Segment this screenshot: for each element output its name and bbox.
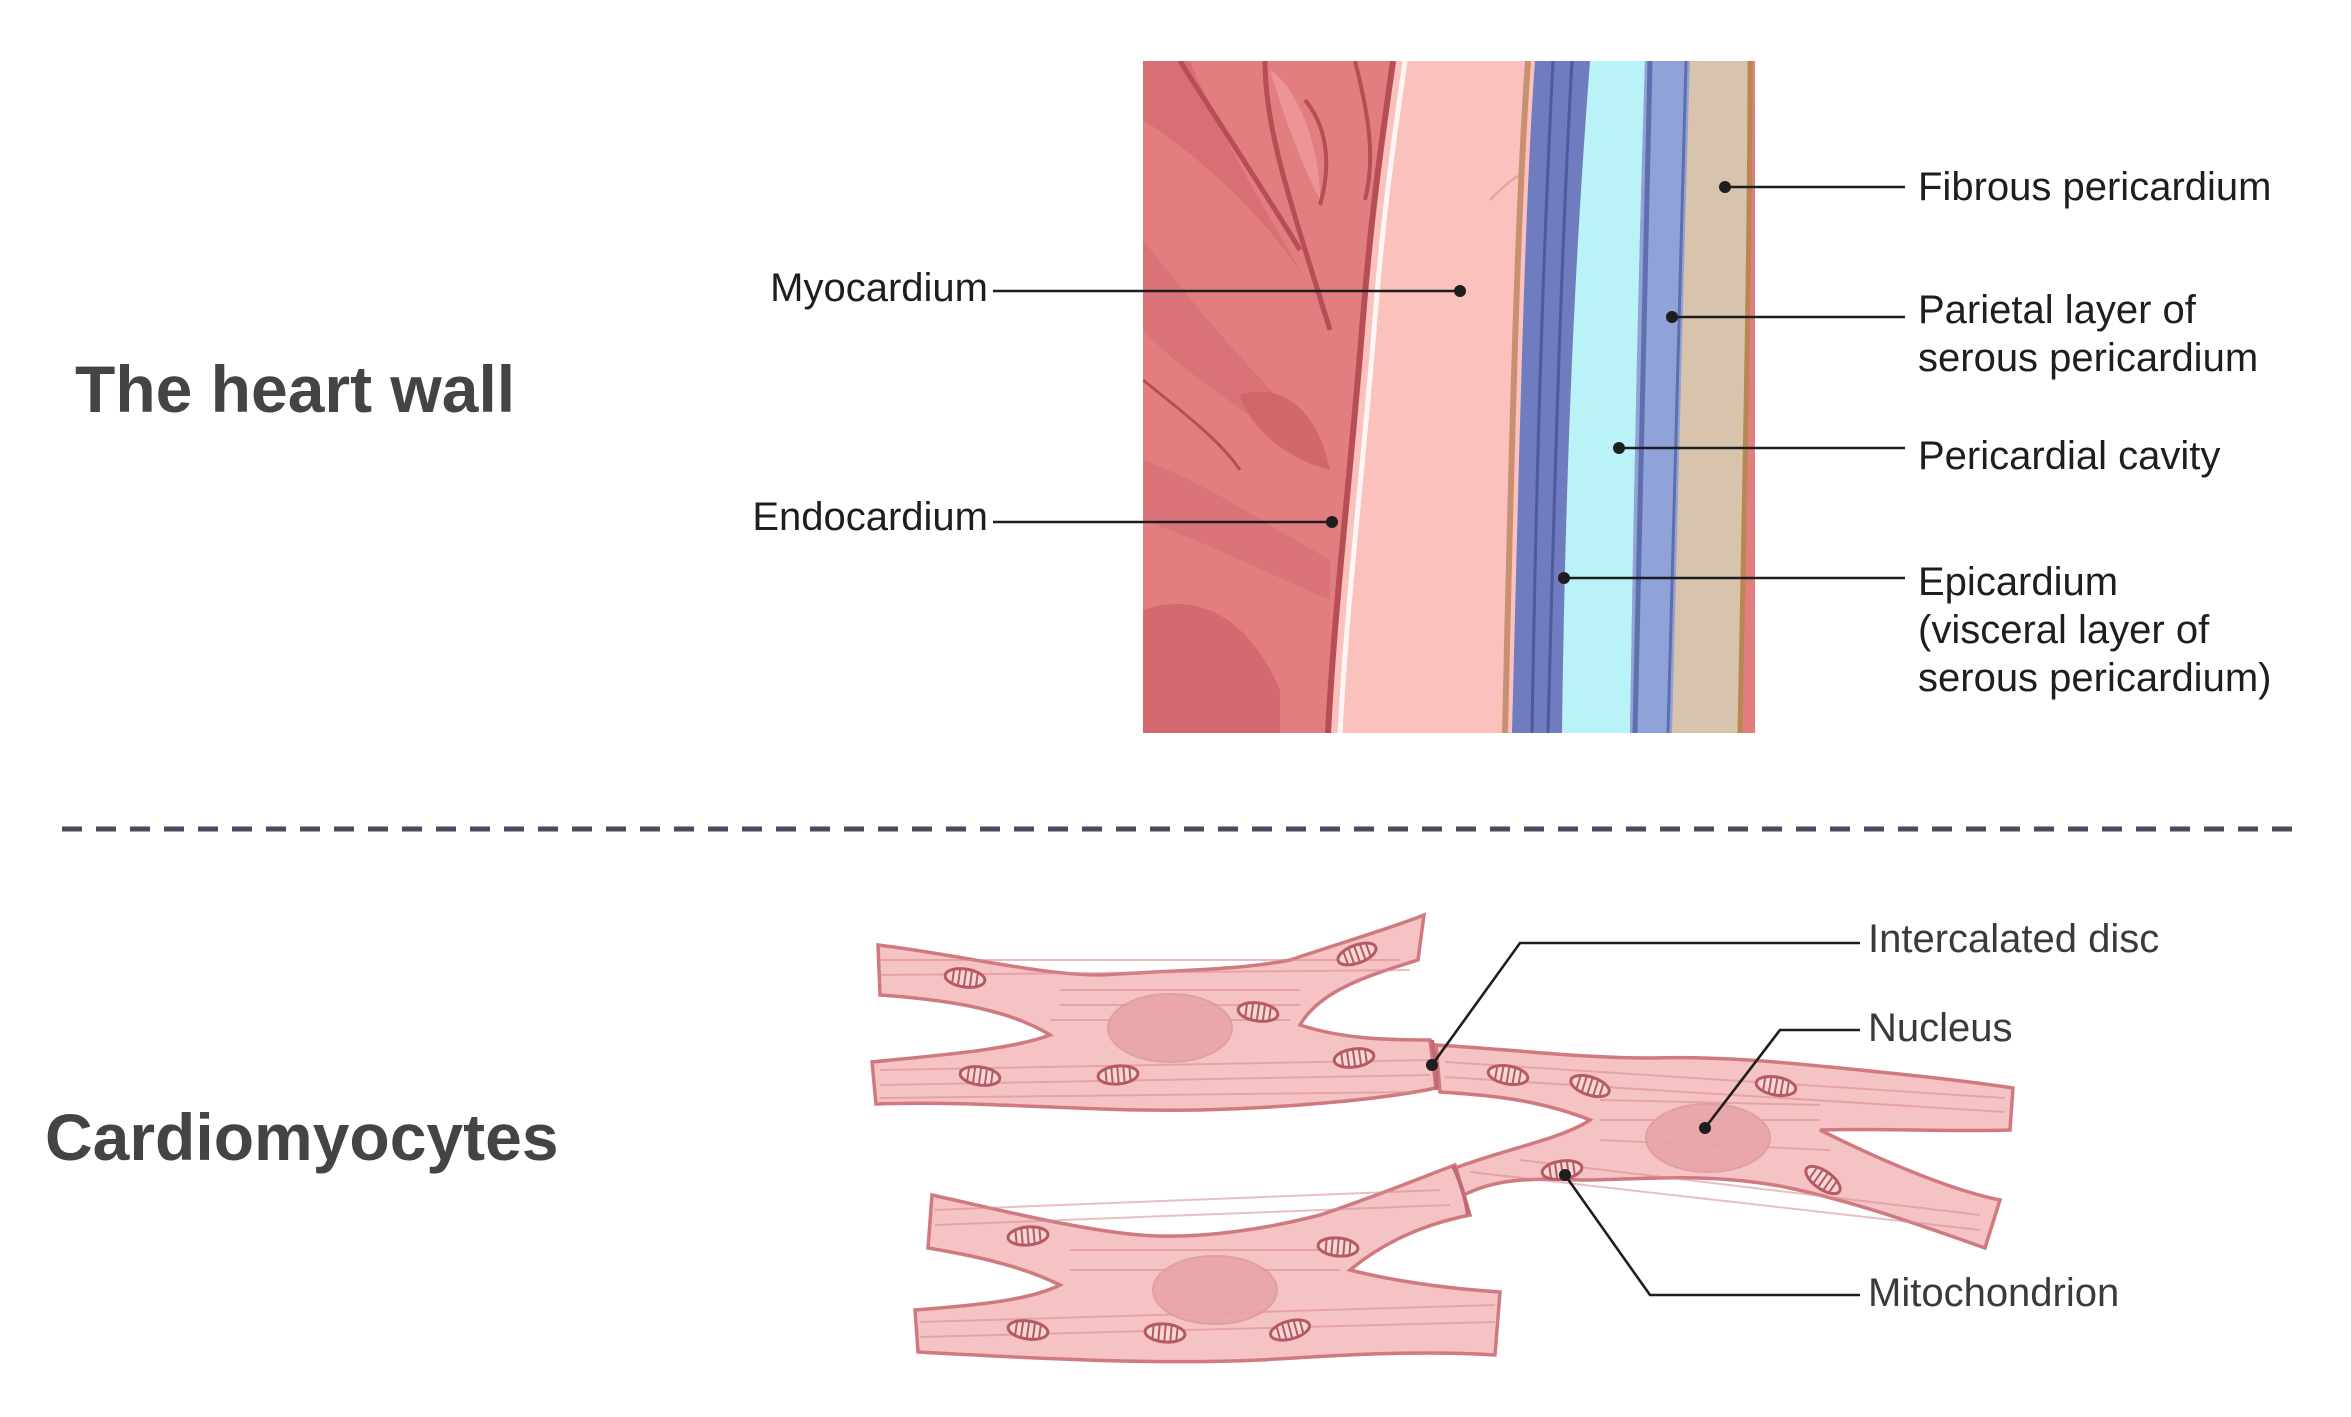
cardiomyocytes-illustration [870, 912, 2015, 1364]
endocardium-pointer [1326, 516, 1338, 528]
epicardium-label-line1: Epicardium [1918, 560, 2118, 604]
nucleus-leader [1703, 1028, 1860, 1129]
heart-wall-section [1143, 61, 1755, 733]
mitochondrion-1 [943, 967, 987, 989]
epicardium-label-line2: (visceral layer of [1918, 608, 2210, 652]
mitochondrion-6 [1332, 1047, 1376, 1069]
mitochondrion-leader [1563, 1174, 1860, 1297]
mitochondrion-3 [1336, 941, 1378, 967]
mitochondrion-pointer [1559, 1169, 1571, 1181]
intercalated-disc-label: Intercalated disc [1868, 917, 2159, 961]
mitochondrion-8 [1569, 1073, 1611, 1099]
endocardium-label: Endocardium [752, 495, 988, 539]
cardiomyocytes-title: Cardiomyocytes [45, 1100, 559, 1174]
nucleus-upper-left [1107, 993, 1233, 1063]
intercalated-disc-leader [1430, 941, 1860, 1066]
cardiomyocyte-labels: Intercalated disc Nucleus Mitochondrion [1426, 917, 2159, 1315]
intercalated-disc-pointer [1426, 1059, 1438, 1071]
epicardium-label-line3: serous pericardium) [1918, 656, 2271, 700]
heart-wall-title: The heart wall [75, 352, 515, 426]
heart-wall-labels: Myocardium Endocardium Fibrous pericardi… [752, 165, 2271, 700]
mitochondrion-15 [1143, 1322, 1187, 1344]
mitochondrion-14 [1006, 1319, 1050, 1341]
nucleus-label: Nucleus [1868, 1006, 2013, 1050]
nucleus-right [1645, 1103, 1771, 1173]
parietal-layer-label-line2: serous pericardium [1918, 336, 2258, 380]
pericardial-cavity-band [1562, 61, 1645, 733]
mitochondrion-2 [1236, 1001, 1280, 1023]
mitochondrion-7 [1486, 1063, 1530, 1087]
epicardium-band [1512, 61, 1590, 733]
pericardial-cavity-pointer [1613, 442, 1625, 454]
nucleus-lower-left [1152, 1255, 1278, 1325]
fibrous-pericardium-label: Fibrous pericardium [1918, 165, 2271, 209]
parietal-layer-pointer [1666, 311, 1678, 323]
mitochondrion-4 [958, 1065, 1002, 1087]
pericardial-cavity-label: Pericardial cavity [1918, 434, 2220, 478]
nucleus-pointer [1699, 1122, 1711, 1134]
mitochondrion-12 [1006, 1225, 1050, 1247]
mitochondrion-label: Mitochondrion [1868, 1271, 2119, 1315]
myocardium-label: Myocardium [770, 266, 988, 310]
mitochondrion-5 [1096, 1064, 1140, 1086]
fibrous-pericardium-pointer [1719, 181, 1731, 193]
mitochondrion-11 [1804, 1164, 1842, 1196]
myocardium-pointer [1454, 285, 1466, 297]
intercalated-disc-junction-2 [1451, 1165, 1470, 1216]
mitochondrion-13 [1316, 1236, 1360, 1258]
epicardium-pointer [1558, 572, 1570, 584]
fibrous-pericardium-band [1672, 61, 1752, 733]
mitochondria [943, 941, 1842, 1344]
parietal-layer-label-line1: Parietal layer of [1918, 288, 2197, 332]
mitochondrion-9 [1754, 1074, 1798, 1098]
endocardium-line [1325, 61, 1396, 733]
mitochondrion-16 [1269, 1318, 1311, 1342]
